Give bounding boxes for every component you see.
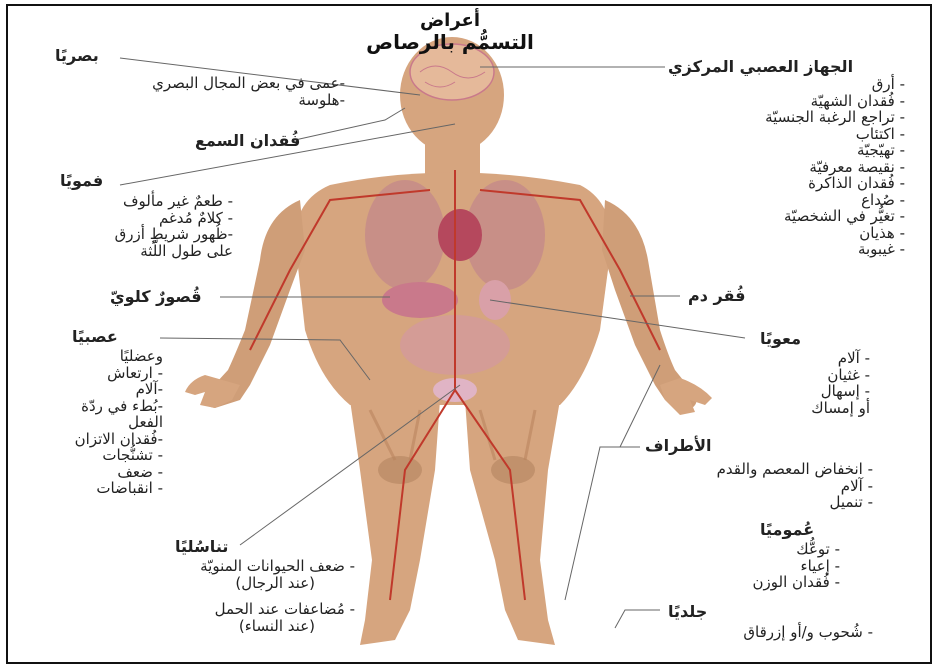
- limbs-items: - انخفاض المعصم والقدم - آلام - تنميل: [595, 461, 873, 511]
- neuro-item: - انقباضات: [8, 480, 163, 497]
- gi-item: - غثيان: [700, 367, 870, 384]
- gi-item: - آلام: [700, 350, 870, 367]
- hearing-heading: فُقدان السمع: [195, 132, 300, 149]
- skin-items: - شُحوب و/أو إزرقاق: [628, 624, 873, 641]
- vision-item: -هلوسة: [15, 92, 345, 109]
- reproductive-item: (عند النساء): [55, 618, 355, 635]
- neuro-item: الفعل: [8, 414, 163, 431]
- cns-items: - أرق - فُقدان الشهيّة - تراجع الرغبة ال…: [670, 76, 905, 258]
- neuro-item: - ضعف: [8, 464, 163, 481]
- general-item: - فُقدان الوزن: [690, 574, 840, 591]
- vision-heading: بصريًا: [55, 47, 99, 64]
- cns-item: - نقيصة معرفيّة: [670, 159, 905, 176]
- cns-item: - غيبوبة: [670, 241, 905, 258]
- vision-items: -عمى في بعض المجال البصري -هلوسة: [15, 75, 345, 108]
- neuro-item: وعضليًا: [8, 348, 163, 365]
- general-item: - توعُّك: [690, 541, 840, 558]
- kidney-organ: [479, 280, 511, 320]
- mouth-items: - طعمٌ غير مألوف - كلامٌ مُدغم -ظُهور شر…: [8, 193, 233, 259]
- left-knee: [378, 456, 422, 484]
- neuro-item: -بُطء في ردّة: [8, 398, 163, 415]
- cns-item: - أرق: [670, 76, 905, 93]
- mouth-item: - كلامٌ مُدغم: [8, 210, 233, 227]
- neuro-item: - ارتعاش: [8, 365, 163, 382]
- neuro-item: -آلام: [8, 381, 163, 398]
- reproductive-heading: تناسُليًا: [175, 538, 228, 555]
- cns-item: - تهيّجيّة: [670, 142, 905, 159]
- mouth-item: -ظُهور شريطٍ أزرق: [8, 226, 233, 243]
- title-line-2: التسمُّم بالرصاص: [300, 30, 600, 54]
- title-line-1: أعراض: [300, 10, 600, 31]
- reproductive-item: - مُضاعفات عند الحمل: [55, 601, 355, 618]
- liver: [382, 282, 458, 318]
- mouth-item: - طعمٌ غير مألوف: [8, 193, 233, 210]
- leader-hearing: [295, 108, 405, 140]
- cns-heading: الجهاز العصبي المركزي: [668, 58, 853, 75]
- mouth-item: على طول اللّثة: [8, 243, 233, 260]
- neuro-item: - تشنُّجات: [8, 447, 163, 464]
- cns-item: - هذيان: [670, 225, 905, 242]
- leader-limbs-arm: [620, 365, 660, 447]
- right-leg: [465, 400, 560, 645]
- cns-item: - فُقدان الذاكرة: [670, 175, 905, 192]
- neuro-heading: عصبيًا: [72, 328, 118, 345]
- gi-item: - إسهال: [700, 383, 870, 400]
- general-heading: عُموميًا: [760, 521, 814, 538]
- cns-item: - اكتئاب: [670, 126, 905, 143]
- limbs-item: - انخفاض المعصم والقدم: [595, 461, 873, 478]
- neuro-items: وعضليًا - ارتعاش -آلام -بُطء في ردّة الف…: [8, 348, 163, 497]
- neuro-item: -فُقدان الاتزان: [8, 431, 163, 448]
- cns-item: - تراجع الرغبة الجنسيّة: [670, 109, 905, 126]
- vision-item: -عمى في بعض المجال البصري: [15, 75, 345, 92]
- skin-heading: جلديًا: [668, 603, 707, 620]
- heart: [438, 209, 482, 261]
- limbs-item: - آلام: [595, 478, 873, 495]
- skin-item: - شُحوب و/أو إزرقاق: [628, 624, 873, 641]
- limbs-item: - تنميل: [595, 494, 873, 511]
- limbs-heading: الأطراف: [645, 437, 712, 454]
- anemia-heading: فُقر دم: [688, 287, 745, 304]
- general-item: - إعياء: [690, 558, 840, 575]
- cns-item: - فُقدان الشهيّة: [670, 93, 905, 110]
- right-knee: [491, 456, 535, 484]
- left-lung: [365, 180, 445, 290]
- general-items: - توعُّك - إعياء - فُقدان الوزن: [690, 541, 840, 591]
- gi-item: أو إمساك: [700, 400, 870, 417]
- cns-item: - صُداع: [670, 192, 905, 209]
- mouth-heading: فمويًا: [60, 172, 103, 189]
- reproductive-items: - ضعف الحيوانات المنويّة (عند الرجال) - …: [55, 558, 355, 634]
- kidney-heading: قُصورٌ كلويّ: [110, 288, 202, 305]
- cns-item: - تغيُّر في الشخصيّة: [670, 208, 905, 225]
- reproductive-item: - ضعف الحيوانات المنويّة: [55, 558, 355, 575]
- gi-items: - آلام - غثيان - إسهال أو إمساك: [700, 350, 870, 416]
- gi-heading: معويًا: [760, 330, 801, 347]
- reproductive-item: (عند الرجال): [55, 575, 355, 592]
